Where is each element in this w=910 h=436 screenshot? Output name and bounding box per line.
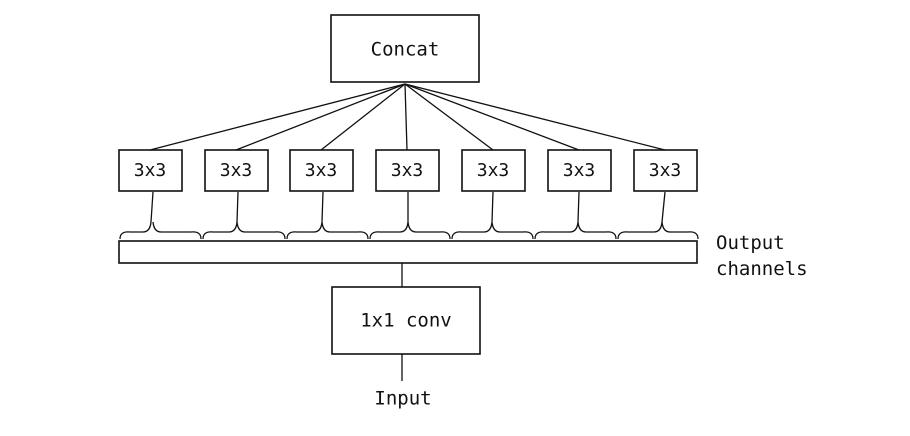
brace-group-4 [369,192,451,240]
output-channels-label-line2: channels [716,258,808,280]
output-channels-bar [118,240,698,264]
edge-concat-3x3-5 [404,83,494,151]
output-channels-label: Output channels [716,232,808,280]
brace-group-1 [119,191,202,240]
edge-concat-3x3-6 [404,83,580,151]
conv1x1-box [331,286,481,355]
concat-label: Concat [371,39,440,61]
brace-group-7 [617,191,699,240]
brace-group-2 [202,191,286,240]
conv3x3-label: 3x3 [649,160,682,181]
conv3x3-node-5: 3x3 [461,149,526,192]
brace-group-6 [534,191,617,240]
brace-group-5 [451,191,534,240]
conv3x3-box [461,149,526,192]
conv3x3-box [375,149,440,192]
concat-box [330,14,480,83]
conv3x3-node-2: 3x3 [204,149,269,192]
conv3x3-node-3: 3x3 [289,149,354,192]
conv3x3-group: 3x3 3x3 3x3 3x3 3x3 3x3 3x3 [118,149,698,192]
edge-concat-3x3-4 [404,83,408,151]
conv3x3-box [547,149,612,192]
conv3x3-node-4: 3x3 [375,149,440,192]
conv3x3-node-7: 3x3 [633,149,698,192]
conv3x3-label: 3x3 [563,160,596,181]
edge-concat-3x3-1 [149,83,406,151]
conv3x3-label: 3x3 [220,160,253,181]
conv3x3-label: 3x3 [477,160,510,181]
conv1x1-node: 1x1 conv [331,286,481,355]
conv1x1-label: 1x1 conv [360,310,452,332]
conv3x3-label: 3x3 [391,160,424,181]
edge-concat-3x3-7 [404,83,666,151]
brace-group-3 [286,191,369,240]
conv3x3-box [289,149,354,192]
conv3x3-box [633,149,698,192]
edge-concat-3x3-2 [235,83,406,151]
input-label: Input [374,388,431,410]
edge-concat-3x3-3 [320,83,406,151]
channel-group-braces [119,191,699,240]
conv3x3-node-6: 3x3 [547,149,612,192]
concat-edges [149,83,666,151]
conv3x3-box [204,149,269,192]
conv3x3-label: 3x3 [134,160,167,181]
conv3x3-box [118,149,183,192]
conv3x3-label: 3x3 [305,160,338,181]
conv3x3-node-1: 3x3 [118,149,183,192]
concat-node: Concat [330,14,480,83]
output-channels-label-line1: Output [716,232,785,254]
